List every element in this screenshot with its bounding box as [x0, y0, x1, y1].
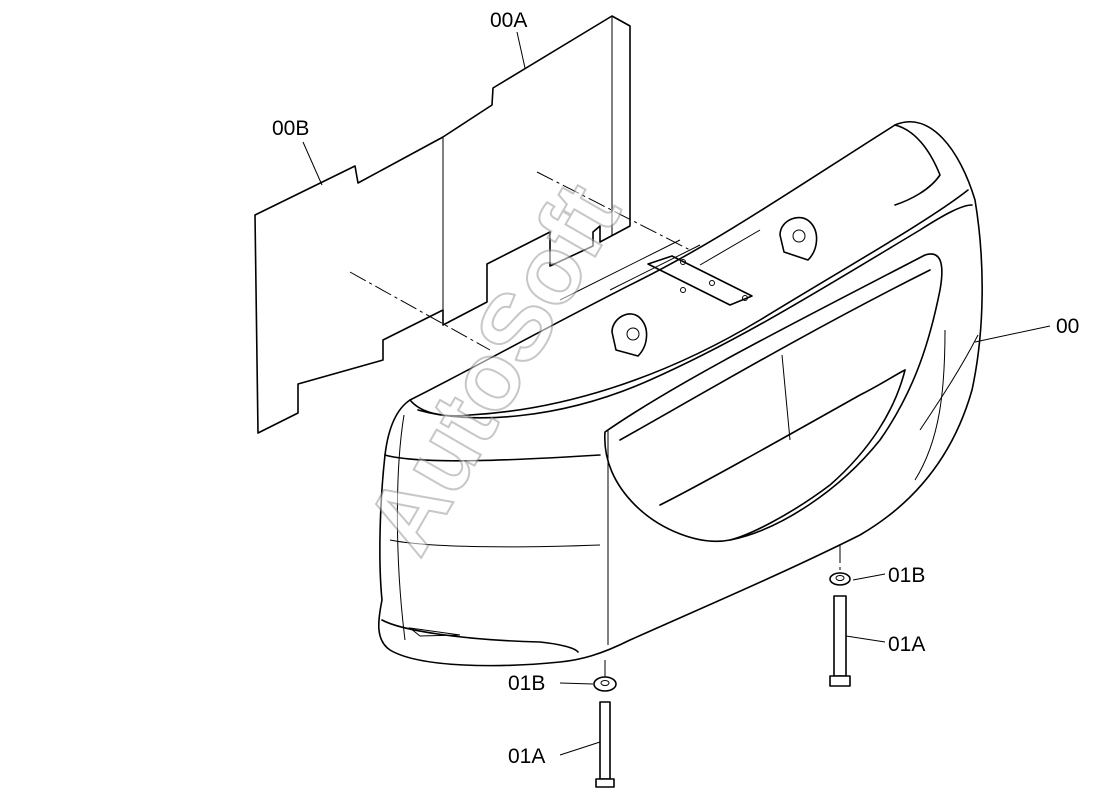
label-01A-right: 01A [888, 633, 925, 656]
right-hardware [829, 545, 851, 687]
label-00: 00 [1056, 315, 1079, 338]
alignment-lines [349, 171, 691, 351]
front-weight [378, 121, 983, 667]
insulation-plate [254, 15, 631, 434]
label-01B-bottom: 01B [508, 672, 545, 695]
label-01B-right: 01B [888, 564, 925, 587]
label-00B: 00B [272, 117, 309, 140]
label-01A-bottom: 01A [508, 745, 545, 768]
bottom-hardware [593, 660, 617, 788]
label-00A: 00A [490, 9, 527, 32]
leader-lines [302, 31, 1051, 756]
